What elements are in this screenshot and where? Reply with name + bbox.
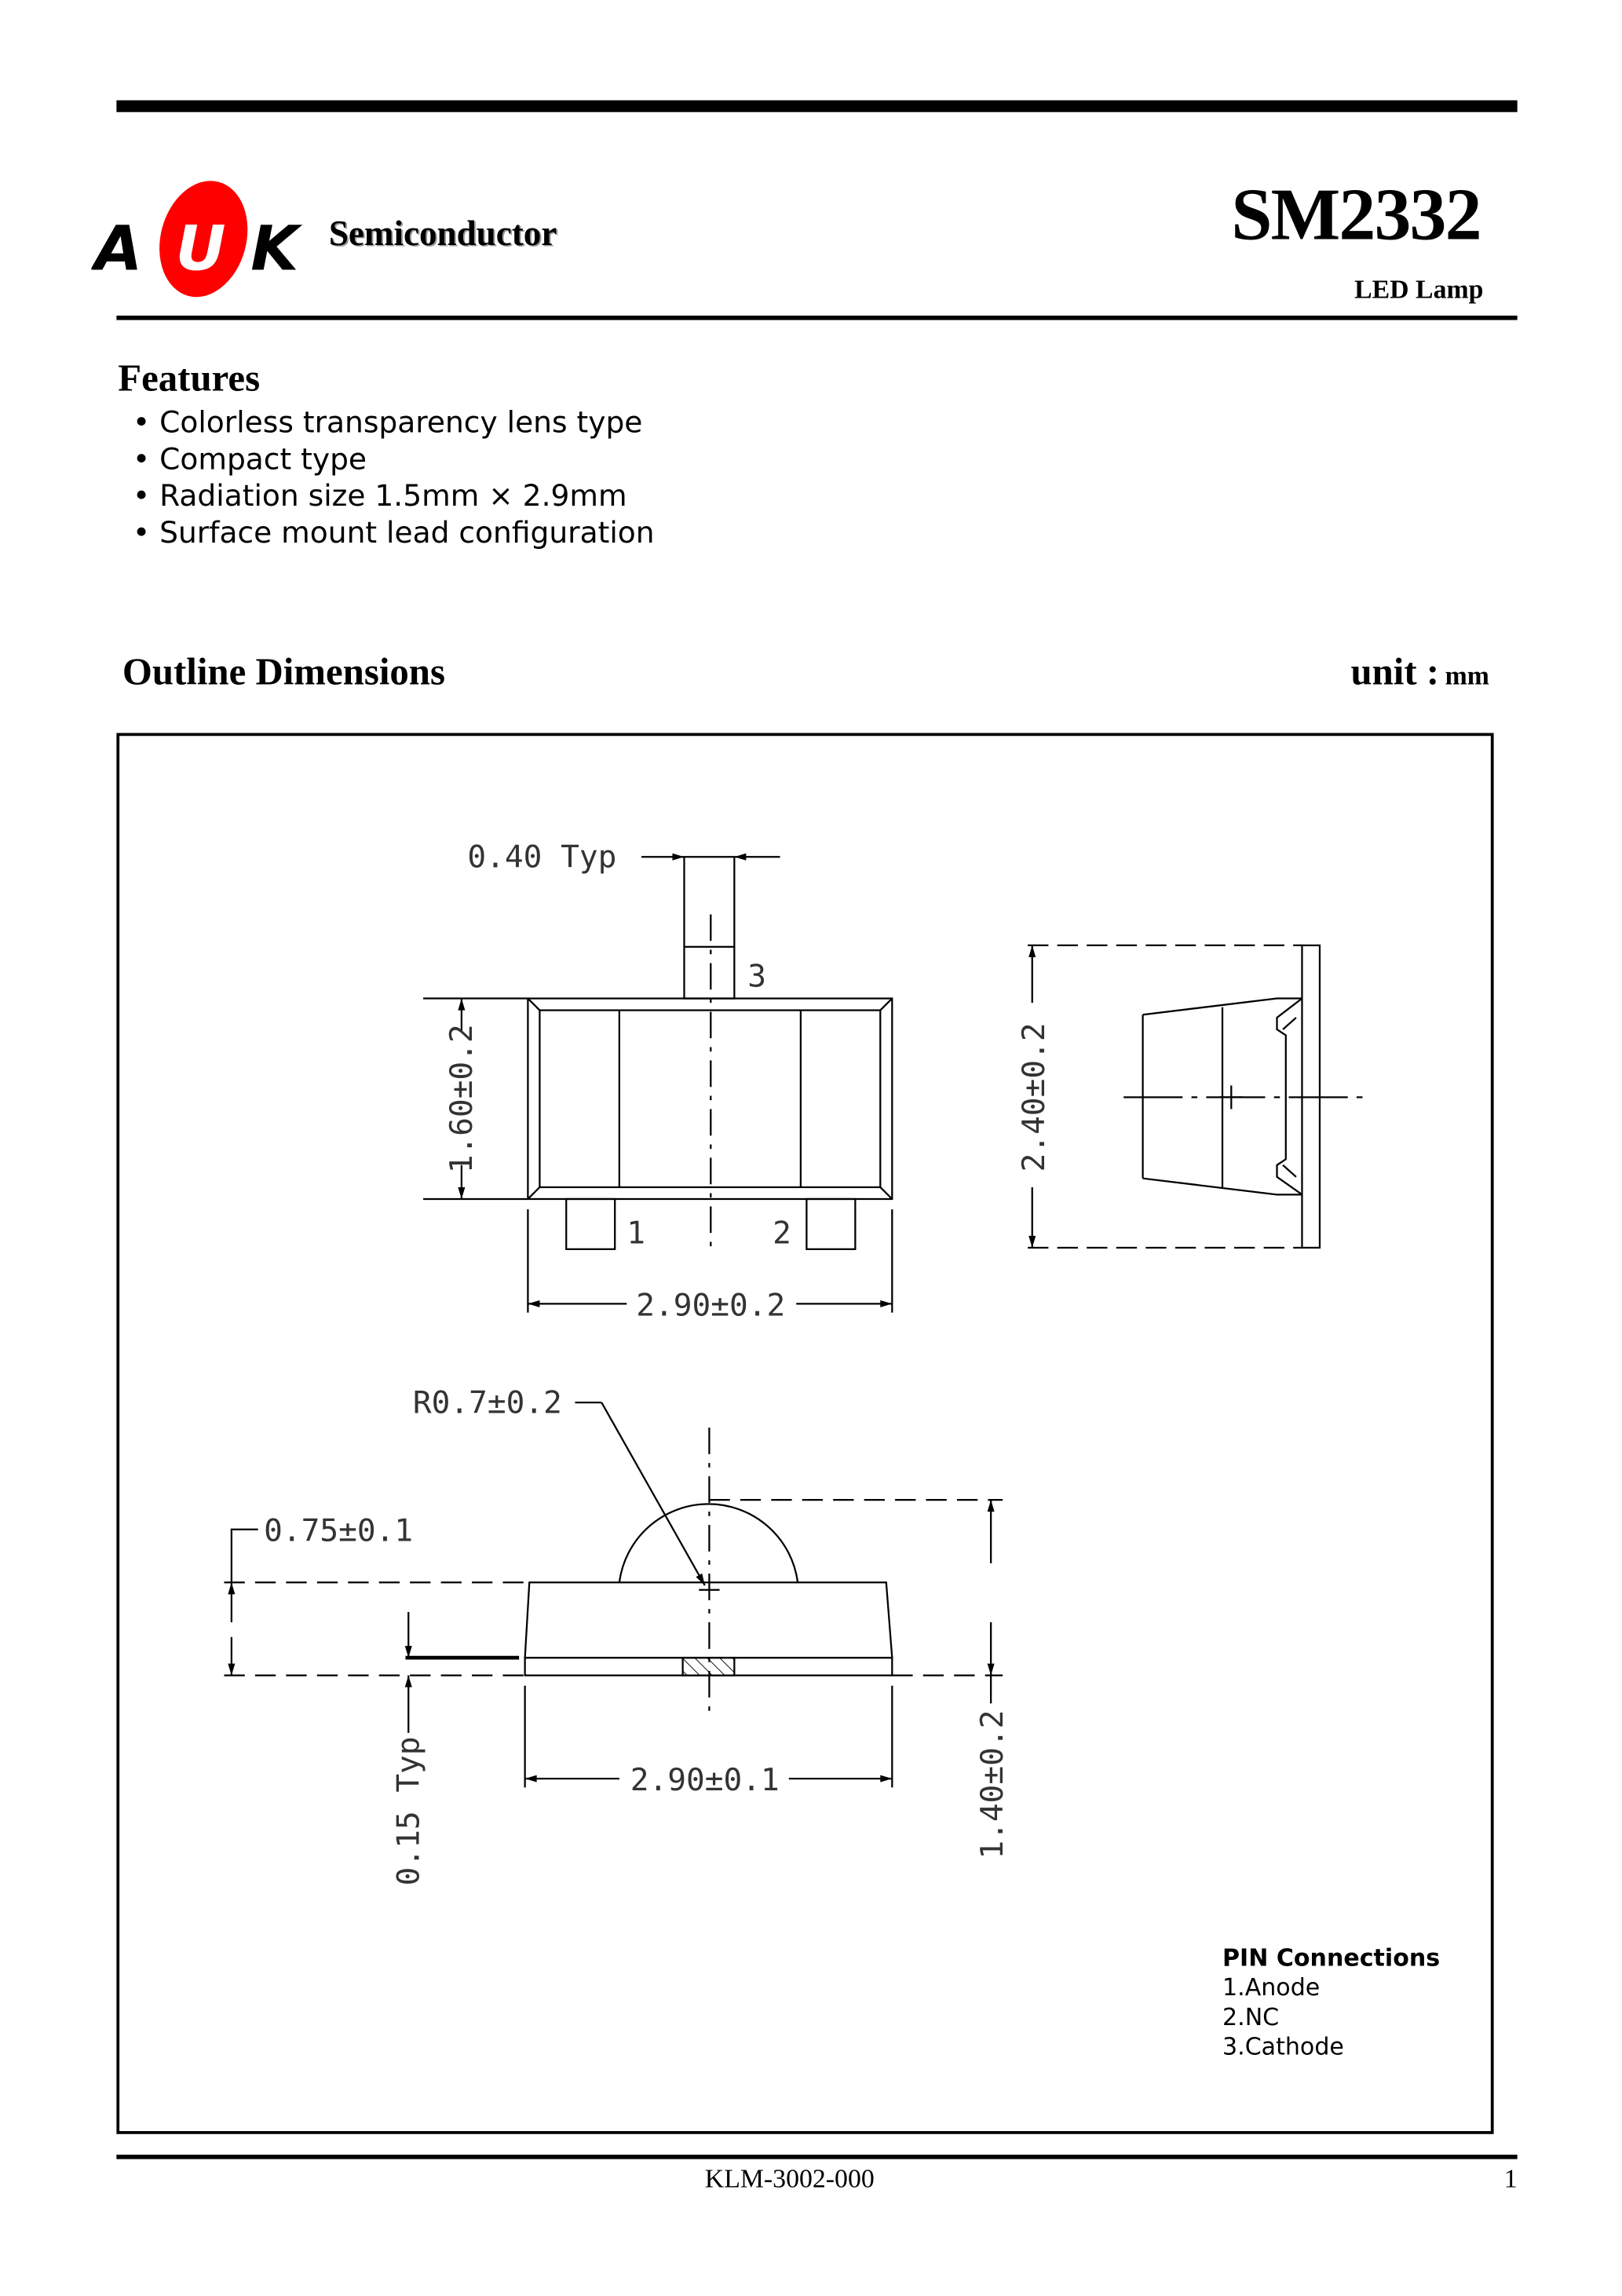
feature-item: • Compact type — [133, 441, 367, 477]
dim-lead-thickness: 0.15 Typ — [390, 1736, 426, 1885]
company-name: Semiconductor — [328, 215, 557, 254]
dim-lead-width: 0.40 Typ — [467, 839, 616, 875]
feature-list: • Colorless transparency lens type • Com… — [133, 404, 655, 552]
dim-total-height: 1.40±0.2 — [974, 1710, 1010, 1859]
lead-2 — [806, 1197, 857, 1250]
top-rule — [116, 100, 1518, 112]
lead-1 — [565, 1197, 616, 1250]
dim-dome-radius: R0.7±0.2 — [413, 1384, 562, 1420]
part-number: SM2332 — [1231, 172, 1481, 255]
feature-item: • Surface mount lead configuration — [133, 514, 655, 550]
features-title: Features — [118, 356, 261, 400]
dim-base-height: 0.75±0.1 — [264, 1513, 413, 1549]
dim-side-width: 2.40±0.2 — [1016, 1022, 1052, 1172]
footer-rule — [116, 2155, 1518, 2159]
pin-item: 2.NC — [1222, 2002, 1280, 2031]
feature-item: • Colorless transparency lens type — [133, 404, 643, 440]
dim-body-width-front: 2.90±0.1 — [630, 1762, 780, 1798]
doc-number: KLM-3002-000 — [704, 2163, 875, 2193]
front-view — [224, 1402, 1003, 1788]
lead-3 — [683, 945, 736, 1000]
pin-connections: PIN Connections 1.Anode 2.NC 3.Cathode — [1222, 1943, 1440, 2061]
pin-label-3: 3 — [747, 959, 766, 995]
auk-logo: A U K — [90, 174, 312, 302]
pin-connections-title: PIN Connections — [1222, 1943, 1441, 1972]
svg-text:U: U — [176, 213, 226, 285]
feature-item: • Radiation size 1.5mm × 2.9mm — [133, 477, 627, 514]
outline-title: Outline Dimensions — [122, 650, 445, 693]
product-type: LED Lamp — [1354, 274, 1484, 304]
drawing-frame — [116, 733, 1494, 2134]
svg-text:K: K — [250, 213, 303, 285]
pin-item: 1.Anode — [1222, 1973, 1321, 2002]
unit-label: unit : mm — [1350, 650, 1489, 693]
header-rule — [116, 315, 1518, 320]
top-view — [423, 853, 893, 1313]
svg-text:A: A — [91, 213, 142, 285]
side-view — [1028, 944, 1370, 1249]
pin-item: 3.Cathode — [1222, 2032, 1344, 2060]
pin-label-2: 2 — [773, 1215, 791, 1251]
dim-body-height: 1.60±0.2 — [444, 1024, 480, 1173]
auk-logo-graphic: A U K — [90, 181, 303, 298]
pin-label-1: 1 — [627, 1215, 645, 1251]
dim-body-width-top: 2.90±0.2 — [636, 1287, 785, 1323]
page-number: 1 — [1503, 2163, 1518, 2193]
